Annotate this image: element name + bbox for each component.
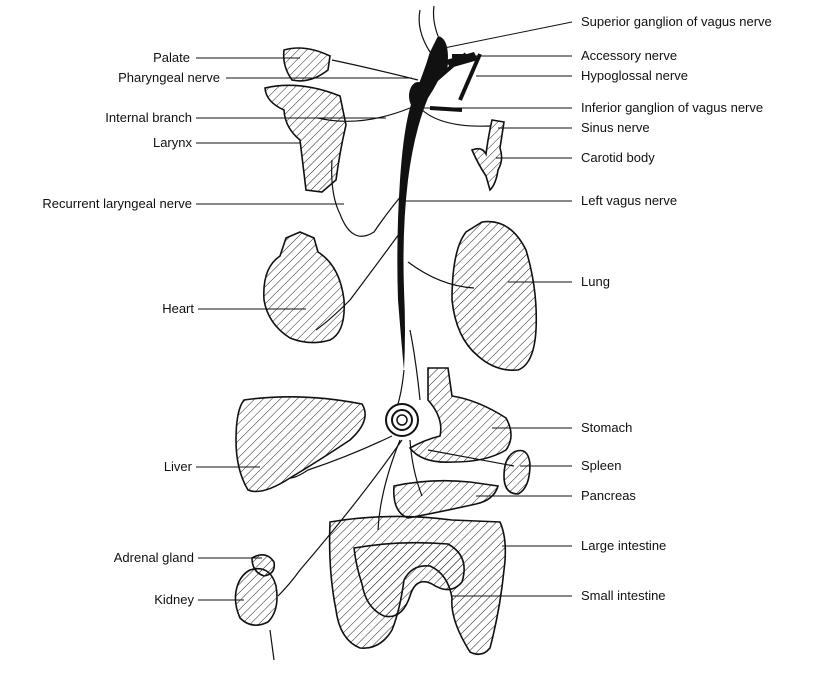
label-carotid-body: Carotid body <box>581 150 655 165</box>
small-intestine <box>354 543 464 617</box>
larynx <box>265 85 346 192</box>
label-kidney: Kidney <box>154 592 194 607</box>
label-lung: Lung <box>581 274 610 289</box>
label-spleen: Spleen <box>581 458 621 473</box>
label-left-vagus-nerve: Left vagus nerve <box>581 193 677 208</box>
celiac-ganglion <box>386 404 418 436</box>
vagus-nerve <box>397 6 448 404</box>
label-stomach: Stomach <box>581 420 632 435</box>
label-superior-ganglion: Superior ganglion of vagus nerve <box>581 14 772 29</box>
pancreas <box>394 481 498 518</box>
large-intestine <box>330 516 506 654</box>
label-adrenal-gland: Adrenal gland <box>114 550 194 565</box>
label-recurrent-laryngeal-nerve: Recurrent laryngeal nerve <box>42 196 192 211</box>
label-large-intestine: Large intestine <box>581 538 666 553</box>
carotid-body <box>472 120 504 190</box>
label-small-intestine: Small intestine <box>581 588 666 603</box>
label-accessory-nerve: Accessory nerve <box>581 48 677 63</box>
label-palate: Palate <box>153 50 190 65</box>
heart <box>264 232 344 343</box>
label-pharyngeal-nerve: Pharyngeal nerve <box>118 70 220 85</box>
label-larynx: Larynx <box>153 135 192 150</box>
label-pancreas: Pancreas <box>581 488 636 503</box>
liver <box>236 397 365 492</box>
spleen <box>504 451 530 495</box>
label-liver: Liver <box>164 459 192 474</box>
lung <box>452 222 536 371</box>
label-internal-branch: Internal branch <box>105 110 192 125</box>
leader-superior-ganglion <box>444 22 572 48</box>
kidney <box>235 569 277 625</box>
label-hypoglossal-nerve: Hypoglossal nerve <box>581 68 688 83</box>
inferior-ganglion <box>409 82 427 110</box>
palate <box>284 48 330 81</box>
label-sinus-nerve: Sinus nerve <box>581 120 650 135</box>
label-heart: Heart <box>162 301 194 316</box>
label-inferior-ganglion: Inferior ganglion of vagus nerve <box>581 100 763 115</box>
stomach <box>410 368 511 462</box>
